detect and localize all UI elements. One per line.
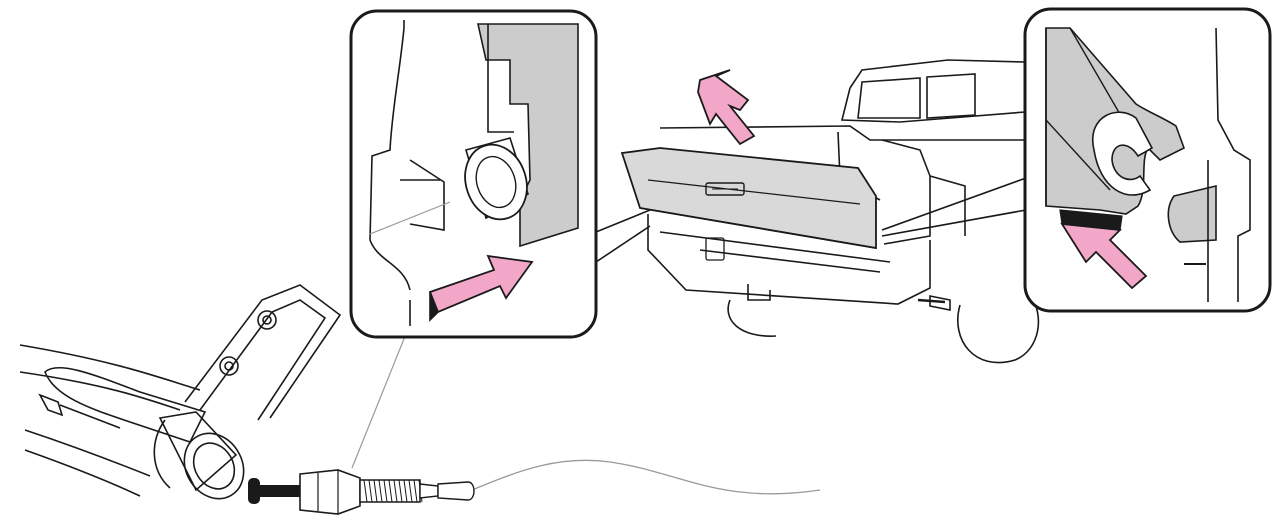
- thread-line: [403, 479, 408, 503]
- thread-line: [393, 479, 398, 503]
- thread-line: [378, 479, 383, 503]
- wire: [471, 459, 821, 495]
- thread-line: [368, 479, 373, 503]
- thread-line: [383, 479, 388, 503]
- thread-line: [363, 479, 368, 503]
- thread-line: [373, 479, 378, 503]
- pink-arrow-right-icon: [428, 254, 534, 322]
- cable-connector-assembly: [248, 313, 821, 515]
- leader-line: [351, 313, 415, 469]
- hinge-bracket-detail: [19, 284, 342, 500]
- callout-right-hook: [881, 7, 1272, 313]
- pink-arrow-up-left-icon: [697, 69, 756, 146]
- thread-line: [408, 479, 413, 503]
- thread-line: [398, 479, 403, 503]
- tailgate: [620, 147, 877, 250]
- pickup-truck: [620, 59, 1040, 364]
- thread-line: [413, 479, 418, 503]
- tailgate-handle: [705, 182, 745, 196]
- callout-left-bushing: [349, 9, 651, 339]
- thread-line: [388, 479, 393, 503]
- pink-arrow-up-left-detail-icon: [1059, 209, 1148, 290]
